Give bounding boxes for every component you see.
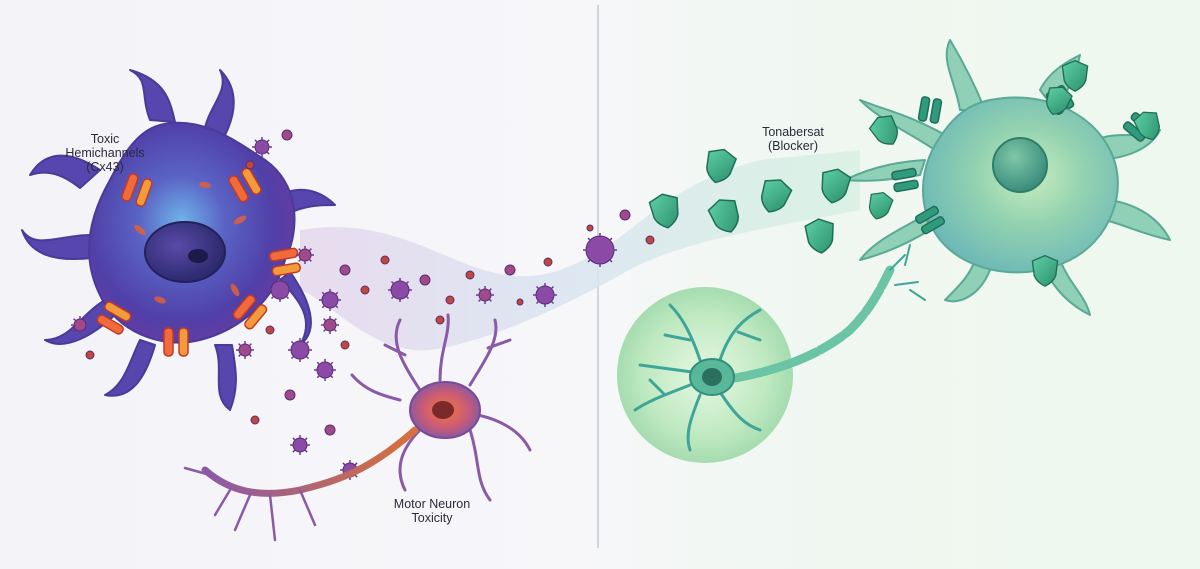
blocker-shield	[707, 199, 740, 233]
healthy-astrocyte-nucleus	[992, 137, 1048, 193]
toxin-particle	[250, 415, 260, 425]
toxin-particle	[419, 274, 431, 286]
blocker-shield	[706, 148, 738, 184]
blocker-shield	[804, 218, 834, 254]
toxin-particle	[619, 209, 631, 221]
blocker-shield	[648, 193, 679, 229]
motor-neuron-toxicity-label: Motor Neuron Toxicity	[393, 497, 471, 525]
healthy-astrocyte	[844, 39, 1171, 316]
toxin-particle	[586, 224, 594, 232]
toxin-particle	[340, 340, 350, 350]
toxin-particle	[583, 233, 617, 267]
hemichannel	[121, 173, 153, 207]
hemichannel	[96, 301, 132, 335]
hemichannel	[228, 167, 262, 203]
toxin-particle	[476, 286, 494, 304]
blocker-shield	[1061, 59, 1089, 92]
toxin-particle	[265, 325, 275, 335]
toxin-particle	[284, 389, 296, 401]
toxin-particle	[288, 338, 312, 362]
toxin-particle	[236, 341, 254, 359]
toxin-particle	[85, 350, 95, 360]
hemichannel	[163, 327, 189, 357]
protected-neuron-axon	[730, 265, 895, 383]
toxin-particle	[296, 246, 314, 264]
toxin-particle	[435, 315, 445, 325]
toxic-hemichannels-label: Toxic Hemichannels (Cx43)	[65, 132, 145, 174]
blocker-shield	[760, 179, 793, 213]
toxin-particle	[516, 298, 524, 306]
toxin-particle	[245, 160, 255, 170]
toxic-motor-neuron	[183, 313, 532, 542]
motor-neuron-axon	[201, 426, 419, 497]
blocker-shield	[868, 192, 894, 220]
toxin-particle	[380, 255, 390, 265]
toxin-particle	[445, 295, 455, 305]
toxin-particle	[314, 359, 336, 381]
toxin-particle	[71, 316, 89, 334]
astrocyte-nucleus	[144, 221, 226, 283]
blocker-shield	[868, 115, 898, 145]
toxin-particle	[543, 257, 553, 267]
toxin-particle	[321, 316, 339, 334]
toxin-particle	[645, 235, 655, 245]
toxin-particle	[252, 137, 272, 157]
blocker-shield	[821, 168, 852, 204]
hemichannel-group	[96, 167, 301, 357]
toxin-particle	[339, 264, 351, 276]
toxin-particles	[71, 129, 655, 480]
toxin-particle	[533, 283, 557, 307]
toxin-particle	[268, 278, 292, 302]
blocker-shield	[1046, 86, 1073, 116]
toxin-particle	[465, 270, 475, 280]
toxin-particle	[281, 129, 293, 141]
toxic-astrocyte	[21, 69, 336, 411]
toxin-particle	[388, 278, 412, 302]
tonabersat-label: Tonabersat (Blocker)	[762, 125, 824, 153]
blocker-shield	[1031, 254, 1059, 287]
protected-neuron	[617, 244, 926, 463]
toxin-particle	[319, 289, 341, 311]
hemichannel	[269, 247, 301, 277]
toxin-particle	[290, 435, 310, 455]
toxin-particle	[360, 285, 370, 295]
blocker-shield	[1133, 111, 1160, 141]
tonabersat-blockers	[648, 59, 1160, 287]
toxin-particle	[504, 264, 516, 276]
toxin-particle	[324, 424, 336, 436]
hemichannel	[232, 294, 268, 330]
